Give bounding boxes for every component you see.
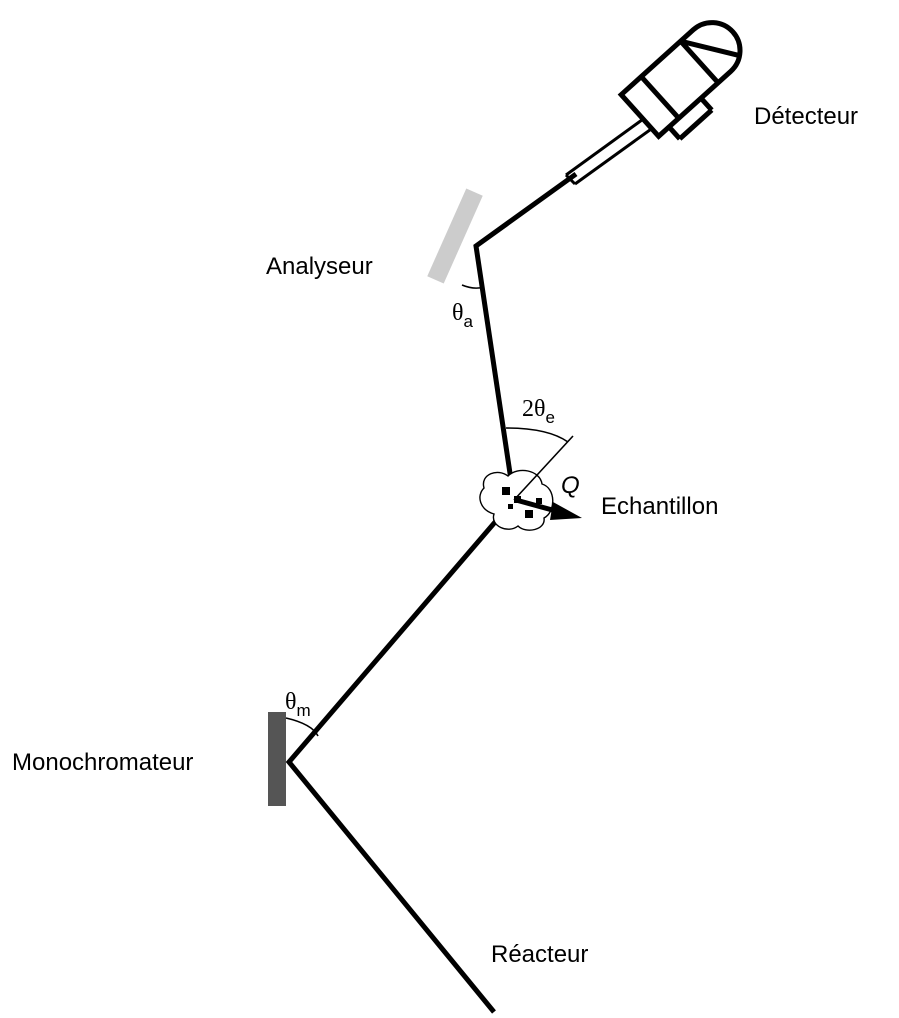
monochromator-label: Monochromateur: [12, 749, 193, 776]
q-vector-arrow: [515, 497, 582, 520]
reactor-label: Réacteur: [491, 941, 588, 968]
theta-m-arc: [285, 717, 319, 737]
two-theta-e-arc: [505, 427, 569, 443]
theta-a-arc: [461, 284, 485, 289]
monochromator-crystal: [268, 712, 286, 806]
analyzer-label: Analyseur: [266, 253, 373, 280]
incident-beam-extension: [513, 435, 574, 501]
analyzer-crystal: [427, 188, 483, 284]
theta-m-label: θm: [285, 689, 311, 720]
theta-a-label: θa: [452, 300, 474, 331]
detector: [617, 20, 743, 141]
detector-label: Détecteur: [754, 103, 858, 130]
sample-label: Echantillon: [601, 493, 718, 520]
two-theta-e-label: 2θe: [522, 396, 555, 427]
detector-arm: [564, 115, 655, 186]
q-vector-label: Q: [561, 472, 580, 499]
beam-path: [285, 171, 578, 1014]
